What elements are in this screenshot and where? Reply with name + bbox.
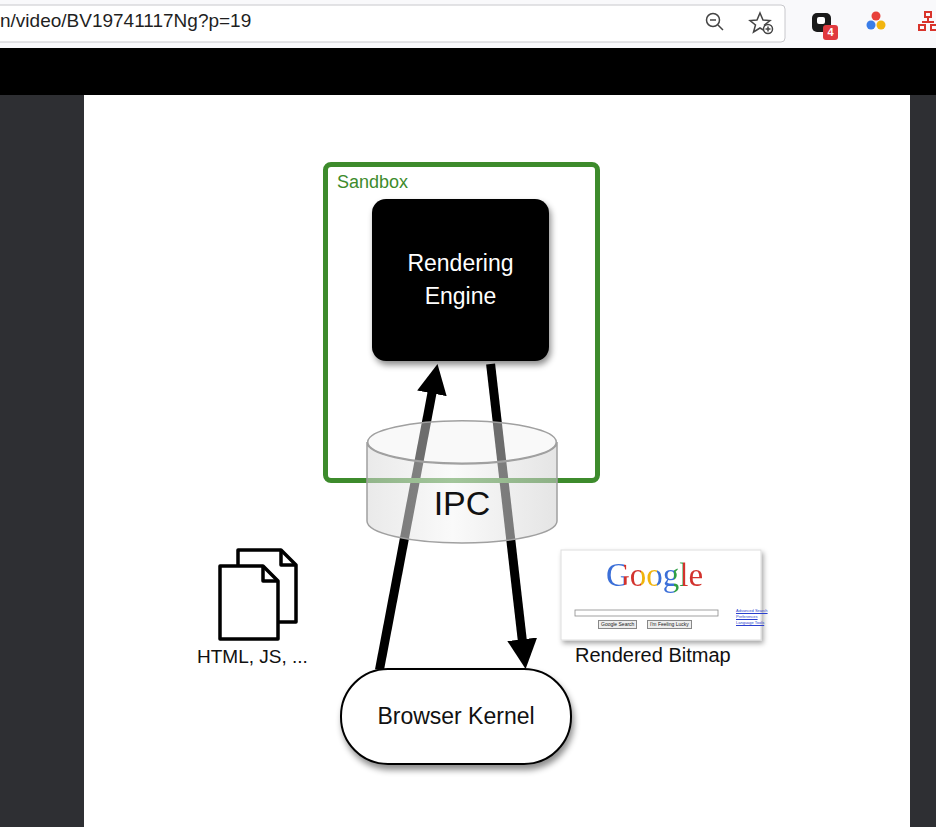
search-input <box>575 610 718 616</box>
cylinder-top <box>368 421 557 464</box>
link-text: Language Tools <box>736 620 764 625</box>
kernel-pill: Browser Kernel <box>340 668 572 765</box>
slide-bg <box>84 95 910 827</box>
video-side-panel <box>910 95 936 827</box>
node-label: IPC <box>434 440 491 523</box>
content-label: HTML, JS, ... <box>197 646 308 668</box>
zoom-out-icon <box>707 14 724 31</box>
color-dots-icon <box>867 12 886 30</box>
ipc-cylinder: IPC <box>367 420 557 543</box>
badge-count: 4 <box>823 25 838 40</box>
video-top-bar <box>0 48 936 95</box>
bookmark-icon <box>750 13 773 34</box>
url-text: n/video/BV19741117Ng?p=19 <box>0 10 251 32</box>
documents-icon <box>220 550 296 639</box>
process-box: Rendering Engine <box>372 199 549 361</box>
button-text: Google Search <box>598 620 637 629</box>
cylinder-outline <box>367 420 557 543</box>
bitmap-thumbnail <box>561 550 761 640</box>
link-text: Preferences <box>736 614 758 619</box>
url-field <box>0 5 785 42</box>
extension-icon-inner <box>817 17 825 24</box>
region-heading: Sandbox <box>337 172 408 193</box>
node-label: Browser Kernel <box>377 703 534 730</box>
button-text: I'm Feeling Lucky <box>647 620 692 629</box>
content-label: Rendered Bitmap <box>575 644 731 667</box>
link-text: Advanced Search <box>736 608 768 613</box>
network-icon <box>919 12 936 30</box>
video-side-panel <box>0 95 84 827</box>
node-label: Rendering Engine <box>396 247 526 314</box>
logo-text: Google <box>606 557 703 594</box>
